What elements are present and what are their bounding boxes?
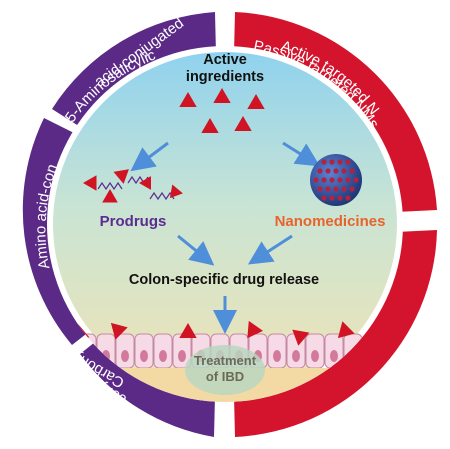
polymer-chain-icon xyxy=(97,181,123,191)
nanoparticle-pore xyxy=(333,168,339,174)
cell-nucleus xyxy=(406,350,414,362)
cell-nucleus xyxy=(178,350,186,362)
drug-triangle-icon xyxy=(139,176,151,190)
drug-triangle-icon xyxy=(110,322,128,340)
nanoparticle-pore xyxy=(321,195,327,201)
drug-triangle-icon xyxy=(179,323,197,338)
nanoparticle-pore xyxy=(325,186,331,192)
nanoparticle-pore xyxy=(337,195,343,201)
nanoparticle-pore xyxy=(325,168,331,174)
nanoparticle-pore xyxy=(341,168,347,174)
segment-aminosalicylic xyxy=(52,12,216,130)
nanoparticle-pore xyxy=(329,177,335,183)
active-ingredients-label-2: ingredients xyxy=(186,69,264,85)
nanoparticle-pore xyxy=(345,177,351,183)
nanoparticle-pore xyxy=(341,186,347,192)
drug-triangle-icon xyxy=(247,320,263,339)
drug-triangle-icon xyxy=(292,329,310,346)
segment-active-targeted xyxy=(234,230,437,437)
drug-triangle-icon xyxy=(201,118,219,133)
treatment-badge xyxy=(185,345,265,395)
nanoparticle-pore xyxy=(349,186,355,192)
cell-nucleus xyxy=(159,350,167,362)
arrow-icon xyxy=(177,234,215,266)
nanoparticle-pore xyxy=(345,195,351,201)
nanoparticle-pore xyxy=(345,159,351,165)
nanoparticle-pore xyxy=(353,177,359,183)
cell-nucleus xyxy=(292,350,300,362)
drug-triangle-icon xyxy=(113,169,129,184)
nanoparticle-pore xyxy=(333,186,339,192)
cell-nucleus xyxy=(273,350,281,362)
drug-triangle-icon xyxy=(247,94,265,109)
drug-triangle-icon xyxy=(213,88,231,103)
nanoparticle-sphere xyxy=(310,154,362,206)
nanoparticle-pore xyxy=(321,177,327,183)
cell-nucleus xyxy=(330,350,338,362)
nanoparticle-pore xyxy=(337,159,343,165)
nanoparticle-pore xyxy=(317,186,323,192)
nanoparticle-pore xyxy=(313,177,319,183)
nanoparticle-pore xyxy=(317,168,323,174)
nanomedicines-label: Nanomedicines xyxy=(275,213,386,230)
nanoparticle-pore xyxy=(329,195,335,201)
arrow-icon xyxy=(130,141,169,172)
cell-nucleus xyxy=(121,350,129,362)
active-ingredients-icon xyxy=(179,88,265,133)
inner-circle xyxy=(53,52,397,396)
drug-triangle-icon xyxy=(337,321,355,339)
drug-triangle-icon xyxy=(83,175,97,191)
cell-nucleus xyxy=(311,350,319,362)
drug-triangle-icon xyxy=(234,116,252,131)
colon-release-label: Colon-specific drug release xyxy=(129,272,319,288)
arrow-icon xyxy=(282,141,321,167)
nanoparticle-icon xyxy=(310,154,362,206)
drug-triangle-icon xyxy=(102,189,118,203)
nanoparticle-pore xyxy=(349,168,355,174)
cell-nucleus xyxy=(140,350,148,362)
nanoparticle-pore xyxy=(337,177,343,183)
treatment-label-2: of IBD xyxy=(206,369,244,384)
arrow-icon xyxy=(247,234,293,265)
polymer-chain-icon xyxy=(149,191,175,201)
treatment-label-1: Treatment xyxy=(194,353,257,368)
prodrugs-label: Prodrugs xyxy=(100,213,167,230)
nanoparticle-pore xyxy=(321,159,327,165)
nanoparticle-pore xyxy=(329,159,335,165)
prodrug-conjugate-icon xyxy=(83,169,183,203)
drug-triangle-icon xyxy=(179,92,197,107)
drug-triangle-icon xyxy=(169,184,183,199)
active-ingredients-label-1: Active xyxy=(203,52,247,68)
